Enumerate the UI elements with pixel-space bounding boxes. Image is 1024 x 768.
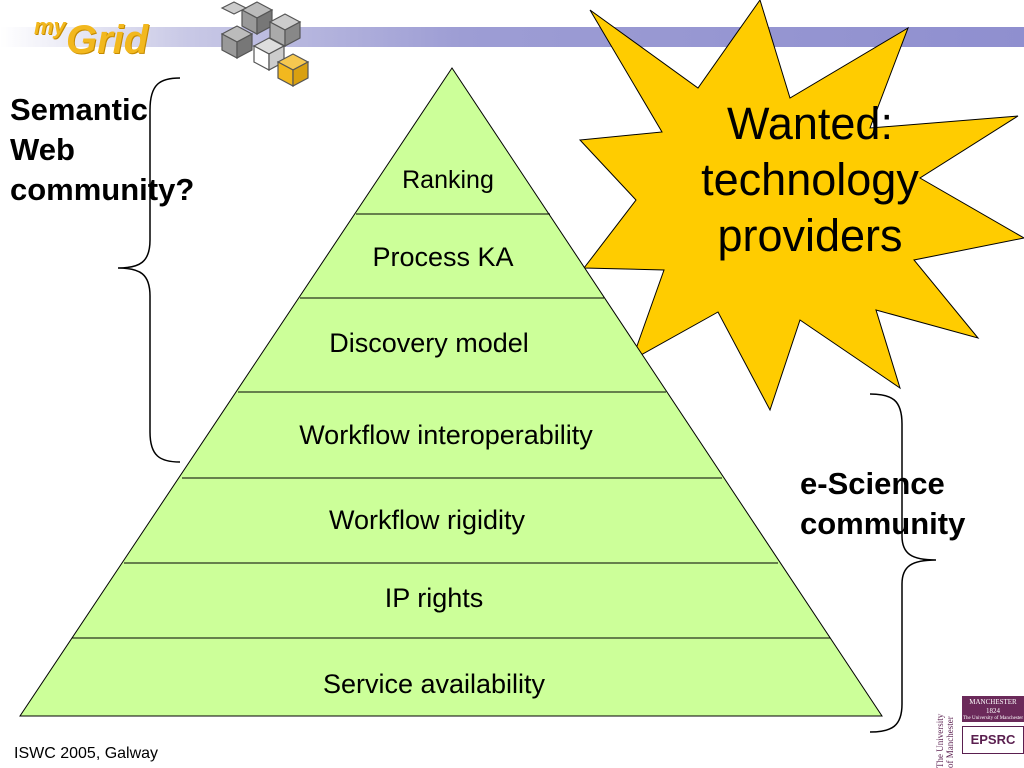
manchester-line1: MANCHESTER bbox=[969, 698, 1017, 706]
logo-my-text: my bbox=[34, 14, 66, 39]
university-vertical-logo: The University of Manchester bbox=[935, 712, 959, 768]
tier-ip-rights: IP rights bbox=[384, 583, 484, 613]
escience-line1: e-Science bbox=[800, 466, 945, 501]
university-vertical-line2: of Manchester bbox=[945, 716, 955, 768]
semantic-web-brace bbox=[117, 77, 181, 463]
university-vertical-line1: The University bbox=[935, 713, 945, 768]
logo-grid-text: Grid bbox=[66, 18, 149, 62]
escience-label: e-Science community bbox=[800, 464, 965, 544]
pyramid-dividers bbox=[72, 213, 830, 639]
tier-service-availability: Service availability bbox=[322, 669, 546, 699]
escience-line2: community bbox=[800, 506, 966, 541]
tier-discovery-model: Discovery model bbox=[329, 328, 529, 358]
semantic-web-line3: community? bbox=[10, 172, 195, 207]
tier-process-ka: Process KA bbox=[372, 242, 514, 272]
wanted-line1: Wanted: bbox=[727, 98, 893, 149]
wanted-star-shape bbox=[578, 0, 1024, 412]
semantic-web-line2: Web bbox=[10, 132, 75, 167]
escience-brace bbox=[869, 393, 937, 733]
manchester-line2: 1824 bbox=[986, 707, 1000, 715]
manchester-logo: MANCHESTER 1824 The University of Manche… bbox=[962, 696, 1024, 722]
wanted-text: Wanted: technology providers bbox=[660, 96, 960, 264]
footer-text: ISWC 2005, Galway bbox=[14, 745, 159, 762]
wanted-line3: providers bbox=[717, 210, 903, 261]
tier-workflow-rigidity: Workflow rigidity bbox=[328, 505, 526, 535]
semantic-web-label: Semantic Web community? bbox=[10, 90, 194, 210]
mygrid-logo: my Grid bbox=[34, 1, 324, 88]
hexagon-logo-icon bbox=[220, 1, 310, 87]
tier-ranking: Ranking bbox=[402, 166, 494, 194]
tier-workflow-interoperability: Workflow interoperability bbox=[299, 420, 593, 450]
manchester-line3: The University of Manchester bbox=[962, 716, 1024, 721]
wanted-line2: technology bbox=[701, 154, 919, 205]
epsrc-logo: EPSRC bbox=[962, 726, 1024, 754]
semantic-web-line1: Semantic bbox=[10, 92, 148, 127]
